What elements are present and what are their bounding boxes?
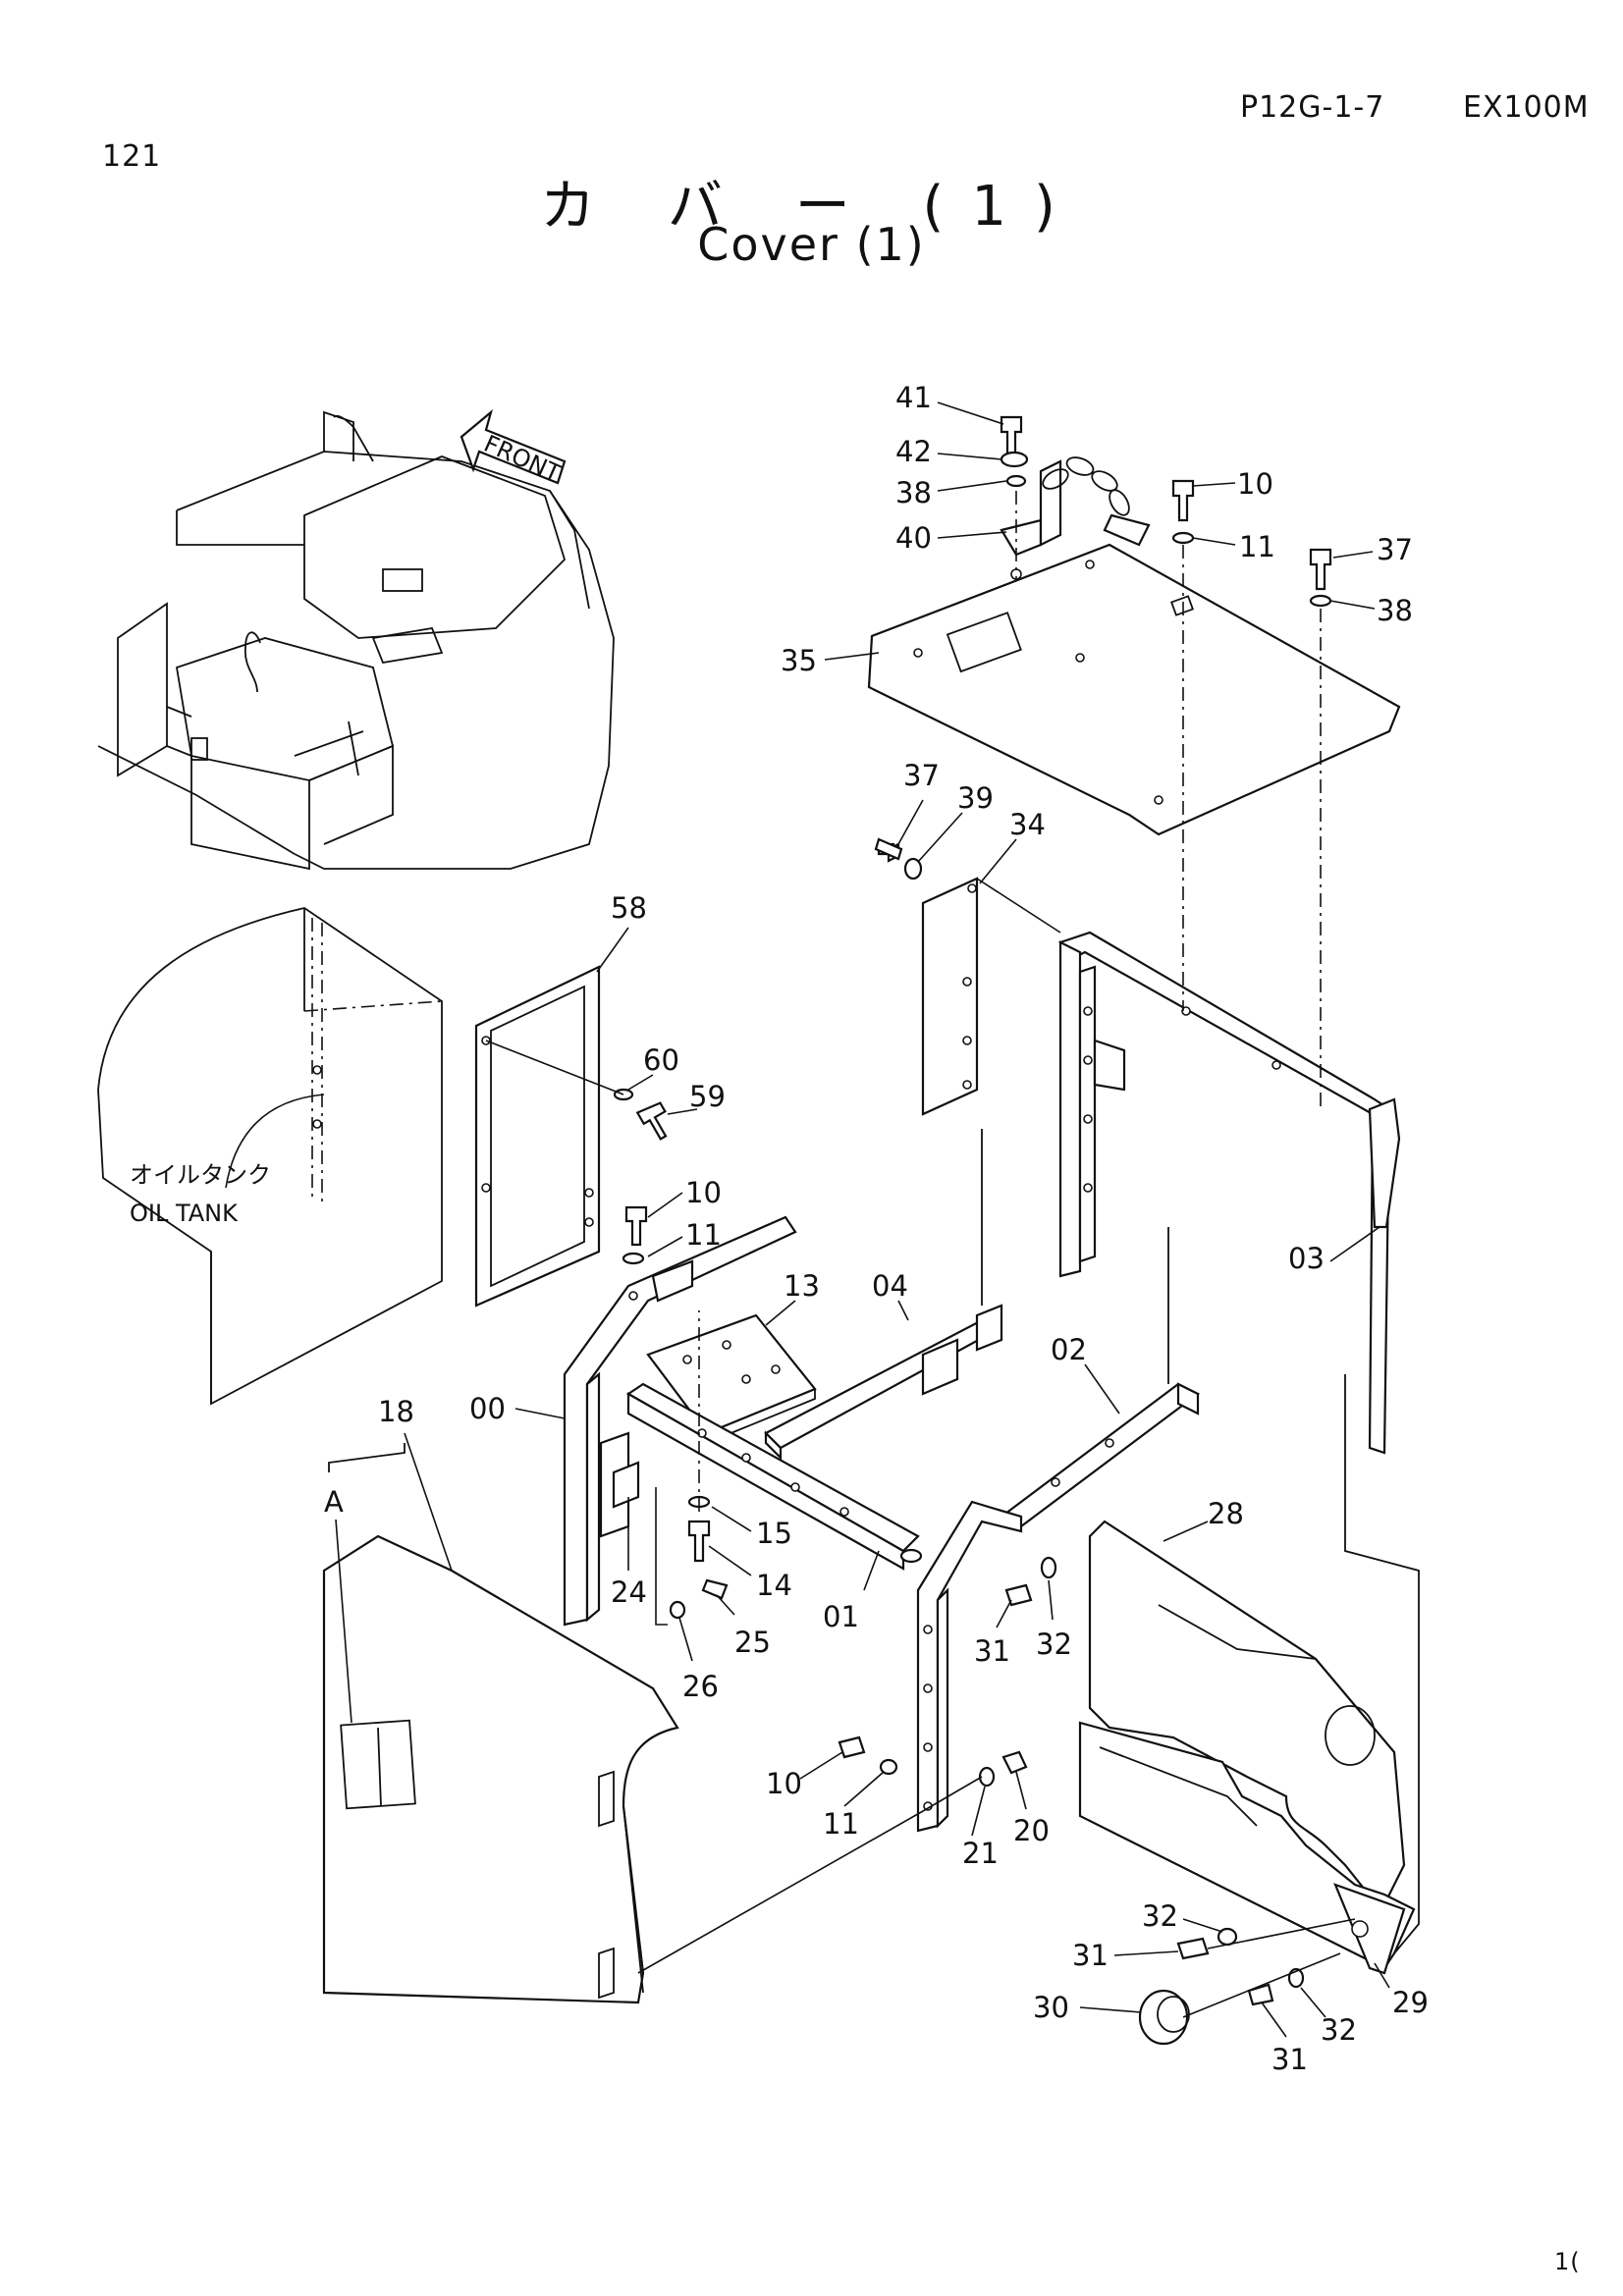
front-arrow-label: FRONT — [480, 430, 566, 488]
callout-37-top: 37 — [1377, 533, 1413, 566]
ref-code: P12G-1-7 — [1240, 90, 1385, 125]
callout-04: 04 — [872, 1269, 908, 1303]
callout-41: 41 — [895, 381, 932, 414]
callout-10-mid: 10 — [685, 1176, 722, 1209]
bar-04 — [764, 1304, 1003, 1461]
callout-18: 18 — [378, 1395, 414, 1428]
panel-29 — [1078, 1721, 1416, 1975]
callout-35: 35 — [781, 644, 817, 677]
callout-32-mid: 32 — [1036, 1628, 1072, 1661]
callout-14: 14 — [756, 1569, 792, 1602]
callout-32-low: 32 — [1142, 1899, 1178, 1933]
model-name: EX100M — [1463, 90, 1590, 125]
callout-02: 02 — [1051, 1333, 1087, 1366]
callout-38-top: 38 — [895, 476, 932, 509]
callout-31-bottom: 31 — [1271, 2043, 1308, 2076]
callout-25: 25 — [734, 1626, 771, 1659]
callout-32-bottom: 32 — [1321, 2013, 1357, 2047]
page-title-japanese: カ バ ー (1) — [540, 175, 1083, 239]
side-panel-34 — [877, 842, 979, 1116]
bar-02 — [999, 1382, 1201, 1528]
callout-10-top: 10 — [1237, 467, 1273, 501]
bar-01 — [625, 1382, 923, 1571]
panel-28 — [1088, 1520, 1406, 1906]
oil-tank-outline: オイルタンク OIL TANK — [97, 907, 443, 1406]
callout-24: 24 — [611, 1575, 647, 1609]
callout-37-mid: 37 — [903, 759, 940, 792]
front-upright-frame — [916, 1500, 1023, 1833]
callout-13: 13 — [784, 1269, 820, 1303]
callout-40: 40 — [895, 521, 932, 555]
callout-29: 29 — [1392, 1986, 1429, 2019]
chain-assembly — [1000, 456, 1151, 557]
callout-26: 26 — [682, 1670, 719, 1703]
page-number: 121 — [102, 139, 162, 174]
top-cover-plate — [867, 543, 1401, 836]
machine-overview: FRONT — [97, 408, 615, 871]
callout-28: 28 — [1208, 1497, 1244, 1530]
footer-page-number: 1( — [1554, 2248, 1581, 2275]
callout-10-low: 10 — [766, 1767, 802, 1800]
callout-31-mid: 31 — [974, 1634, 1010, 1668]
callout-59: 59 — [689, 1080, 726, 1113]
frame-00 — [563, 1215, 797, 1627]
page-title-english: Cover (1) — [697, 218, 926, 271]
callout-11-top: 11 — [1239, 530, 1275, 563]
oil-tank-label-english: OIL TANK — [130, 1200, 239, 1227]
panel-58 — [474, 965, 601, 1308]
callout-30: 30 — [1033, 1991, 1069, 2024]
door-18 — [322, 1534, 679, 2004]
callout-20: 20 — [1013, 1814, 1050, 1847]
callout-42: 42 — [895, 435, 932, 468]
oil-tank-label-japanese: オイルタンク — [130, 1161, 271, 1189]
callout-31-low: 31 — [1072, 1939, 1109, 1972]
callout-34: 34 — [1009, 808, 1046, 841]
callout-03: 03 — [1288, 1242, 1325, 1275]
callout-labels: 41 42 38 40 10 11 37 38 35 37 39 34 58 6… — [324, 381, 1429, 2076]
assembly-lines — [485, 491, 1420, 2018]
callout-21: 21 — [962, 1837, 999, 1870]
view-a-label: A — [324, 1485, 344, 1519]
callout-11-mid: 11 — [685, 1218, 722, 1252]
callout-01: 01 — [823, 1600, 859, 1633]
callout-39: 39 — [957, 781, 994, 815]
callout-38-right: 38 — [1377, 594, 1413, 627]
frame-03 — [1057, 931, 1401, 1455]
callout-00: 00 — [469, 1392, 506, 1425]
callout-60: 60 — [643, 1043, 679, 1077]
callout-58: 58 — [611, 891, 647, 925]
callout-11-low: 11 — [823, 1807, 859, 1841]
callout-15: 15 — [756, 1517, 792, 1550]
